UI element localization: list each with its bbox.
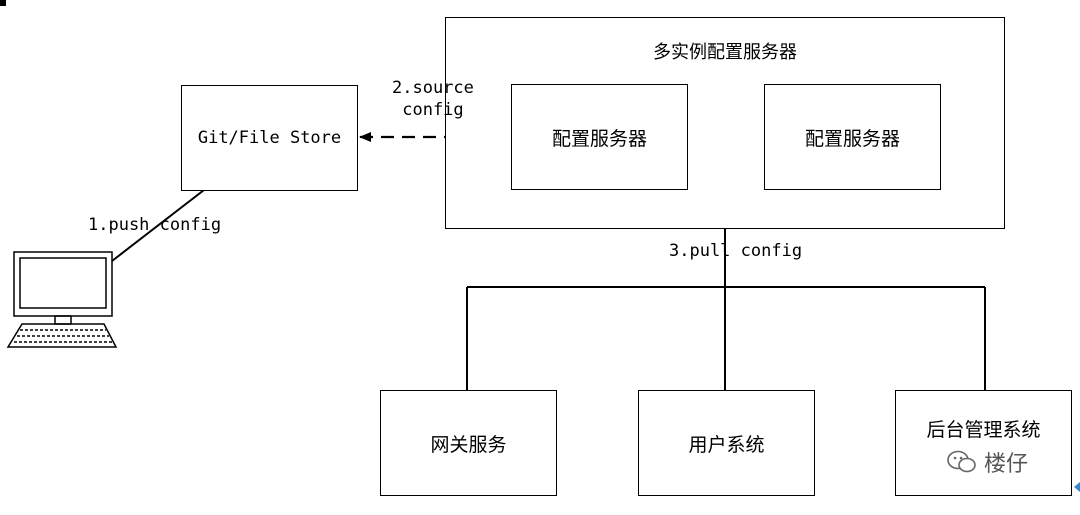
scroll-edge-indicator bbox=[1074, 482, 1080, 492]
push-connector bbox=[111, 189, 205, 262]
pull-config-label: 3.pull config bbox=[669, 241, 803, 261]
computer-icon bbox=[6, 251, 118, 348]
git-file-store-box: Git/File Store bbox=[181, 85, 358, 191]
git-store-label: Git/File Store bbox=[197, 128, 342, 148]
user-system-box: 用户系统 bbox=[638, 390, 815, 496]
push-config-label: 1.push config bbox=[88, 215, 222, 235]
config-server-box-1: 配置服务器 bbox=[511, 84, 688, 190]
config-server-box-2: 配置服务器 bbox=[764, 84, 941, 190]
watermark-text: 楼仔 bbox=[984, 452, 1029, 477]
source-config-label: 2.source config bbox=[392, 78, 474, 120]
client-label: 后台管理系统 bbox=[926, 418, 1041, 441]
corner-mark bbox=[0, 0, 6, 6]
client-label: 网关服务 bbox=[430, 433, 507, 456]
watermark: 楼仔 bbox=[946, 446, 1028, 478]
wechat-icon bbox=[947, 450, 976, 473]
gateway-service-box: 网关服务 bbox=[380, 390, 557, 496]
cluster-title: 多实例配置服务器 bbox=[653, 42, 797, 63]
client-label: 用户系统 bbox=[688, 433, 765, 456]
config-server-label: 配置服务器 bbox=[804, 127, 900, 150]
admin-system-box: 后台管理系统 bbox=[895, 390, 1072, 496]
config-server-label: 配置服务器 bbox=[551, 127, 647, 150]
